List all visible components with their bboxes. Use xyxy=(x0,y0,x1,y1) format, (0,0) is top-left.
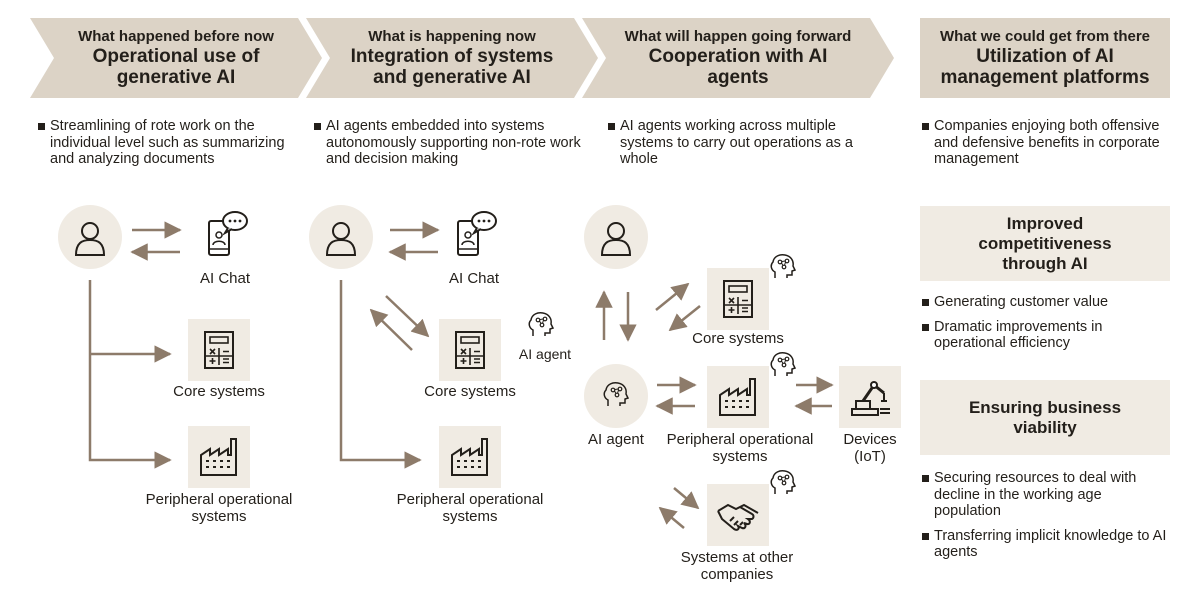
phase-2-user-circle xyxy=(309,205,373,269)
phase-3-subtitle: What will happen going forward xyxy=(624,28,852,45)
phase-3-arrow-from-core xyxy=(668,305,701,332)
phase-1-peripheral-label: Peripheral operational systems xyxy=(145,491,293,525)
benefit-2-bullet-1: Securing resources to deal with decline … xyxy=(922,470,1172,520)
phase-3-other-companies-box xyxy=(707,484,769,546)
phase-3-peripheral-label: Peripheral operational systems xyxy=(666,431,814,465)
phase-3-user-circle xyxy=(584,205,648,269)
phase-header-3: What will happen going forward Cooperati… xyxy=(582,18,894,98)
phase-1-arrow-to-peripheral xyxy=(88,280,172,469)
phase-2-bullet: AI agents embedded into systems autonomo… xyxy=(314,118,582,168)
phase-1-ai-chat-label: AI Chat xyxy=(199,270,251,287)
phase-2-ai-agent-icon xyxy=(528,312,554,337)
phase-4-bullet: Companies enjoying both offensive and de… xyxy=(922,118,1174,168)
phase-3-other-companies-agent-icon xyxy=(770,470,796,495)
phase-2-ai-chat-icon xyxy=(457,211,497,256)
phase-1-peripheral-box xyxy=(188,426,250,488)
phase-1-bullet: Streamlining of rote work on the individ… xyxy=(38,118,300,168)
benefit-box-viability: Ensuring business viability xyxy=(920,380,1170,455)
phase-4-bullets: Companies enjoying both offensive and de… xyxy=(922,118,1174,176)
benefit-2-bullet-2: Transferring implicit knowledge to AI ag… xyxy=(922,528,1172,561)
phase-1-bullets: Streamlining of rote work on the individ… xyxy=(38,118,300,176)
phase-4-title: Utilization of AI management platforms xyxy=(940,46,1150,88)
phase-3-peripheral-box xyxy=(707,366,769,428)
phase-1-user-circle xyxy=(58,205,122,269)
phase-3-title: Cooperation with AI agents xyxy=(648,46,828,88)
phase-3-peripheral-agent-icon xyxy=(770,352,796,377)
phase-3-arrow-to-core xyxy=(655,282,690,311)
phase-header-2: What is happening now Integration of sys… xyxy=(306,18,598,98)
phase-3-arrow-from-other xyxy=(658,506,685,529)
phase-1-core-label: Core systems xyxy=(173,383,265,400)
benefit-1-title: Improved competitiveness through AI xyxy=(978,213,1112,273)
benefit-1-bullets: Generating customer value Dramatic impro… xyxy=(922,294,1172,360)
phase-1-title: Operational use of generative AI xyxy=(92,46,260,88)
benefit-box-competitiveness: Improved competitiveness through AI xyxy=(920,206,1170,281)
benefit-2-title: Ensuring business viability xyxy=(968,397,1122,437)
phase-2-arrow-to-peripheral xyxy=(339,280,422,469)
phase-2-core-label: Core systems xyxy=(424,383,516,400)
phase-3-devices-box xyxy=(839,366,901,428)
phase-3-core-label: Core systems xyxy=(692,330,784,347)
phase-header-4: What we could get from there Utilization… xyxy=(920,18,1170,98)
benefit-1-bullet-1: Generating customer value xyxy=(922,294,1172,311)
phase-2-peripheral-label: Peripheral operational systems xyxy=(396,491,544,525)
phase-3-arrow-to-other xyxy=(673,487,700,510)
benefit-1-bullet-2: Dramatic improvements in operational eff… xyxy=(922,319,1172,352)
phase-2-arrow-to-core xyxy=(385,295,430,338)
phase-1-subtitle: What happened before now xyxy=(78,28,274,45)
phase-2-bullets: AI agents embedded into systems autonomo… xyxy=(314,118,582,176)
phase-3-bullets: AI agents working across multiple system… xyxy=(608,118,876,176)
phase-3-devices-label: Devices (IoT) xyxy=(843,431,897,465)
phase-3-core-agent-icon xyxy=(770,254,796,279)
phase-2-ai-chat-label: AI Chat xyxy=(448,270,500,287)
phase-2-title: Integration of systems and generative AI xyxy=(350,46,554,88)
phase-2-subtitle: What is happening now xyxy=(368,28,536,45)
phase-3-bullet: AI agents working across multiple system… xyxy=(608,118,876,168)
phase-3-other-companies-label: Systems at other companies xyxy=(680,549,794,583)
phase-2-peripheral-box xyxy=(439,426,501,488)
phase-2-ai-agent-label: AI agent xyxy=(518,346,572,362)
phase-4-subtitle: What we could get from there xyxy=(939,28,1150,45)
phase-2-arrow-from-core xyxy=(369,308,413,351)
benefit-2-bullets: Securing resources to deal with decline … xyxy=(922,470,1172,569)
phase-header-1: What happened before now Operational use… xyxy=(30,18,322,98)
phase-3-ai-agent-label: AI agent xyxy=(588,431,644,448)
